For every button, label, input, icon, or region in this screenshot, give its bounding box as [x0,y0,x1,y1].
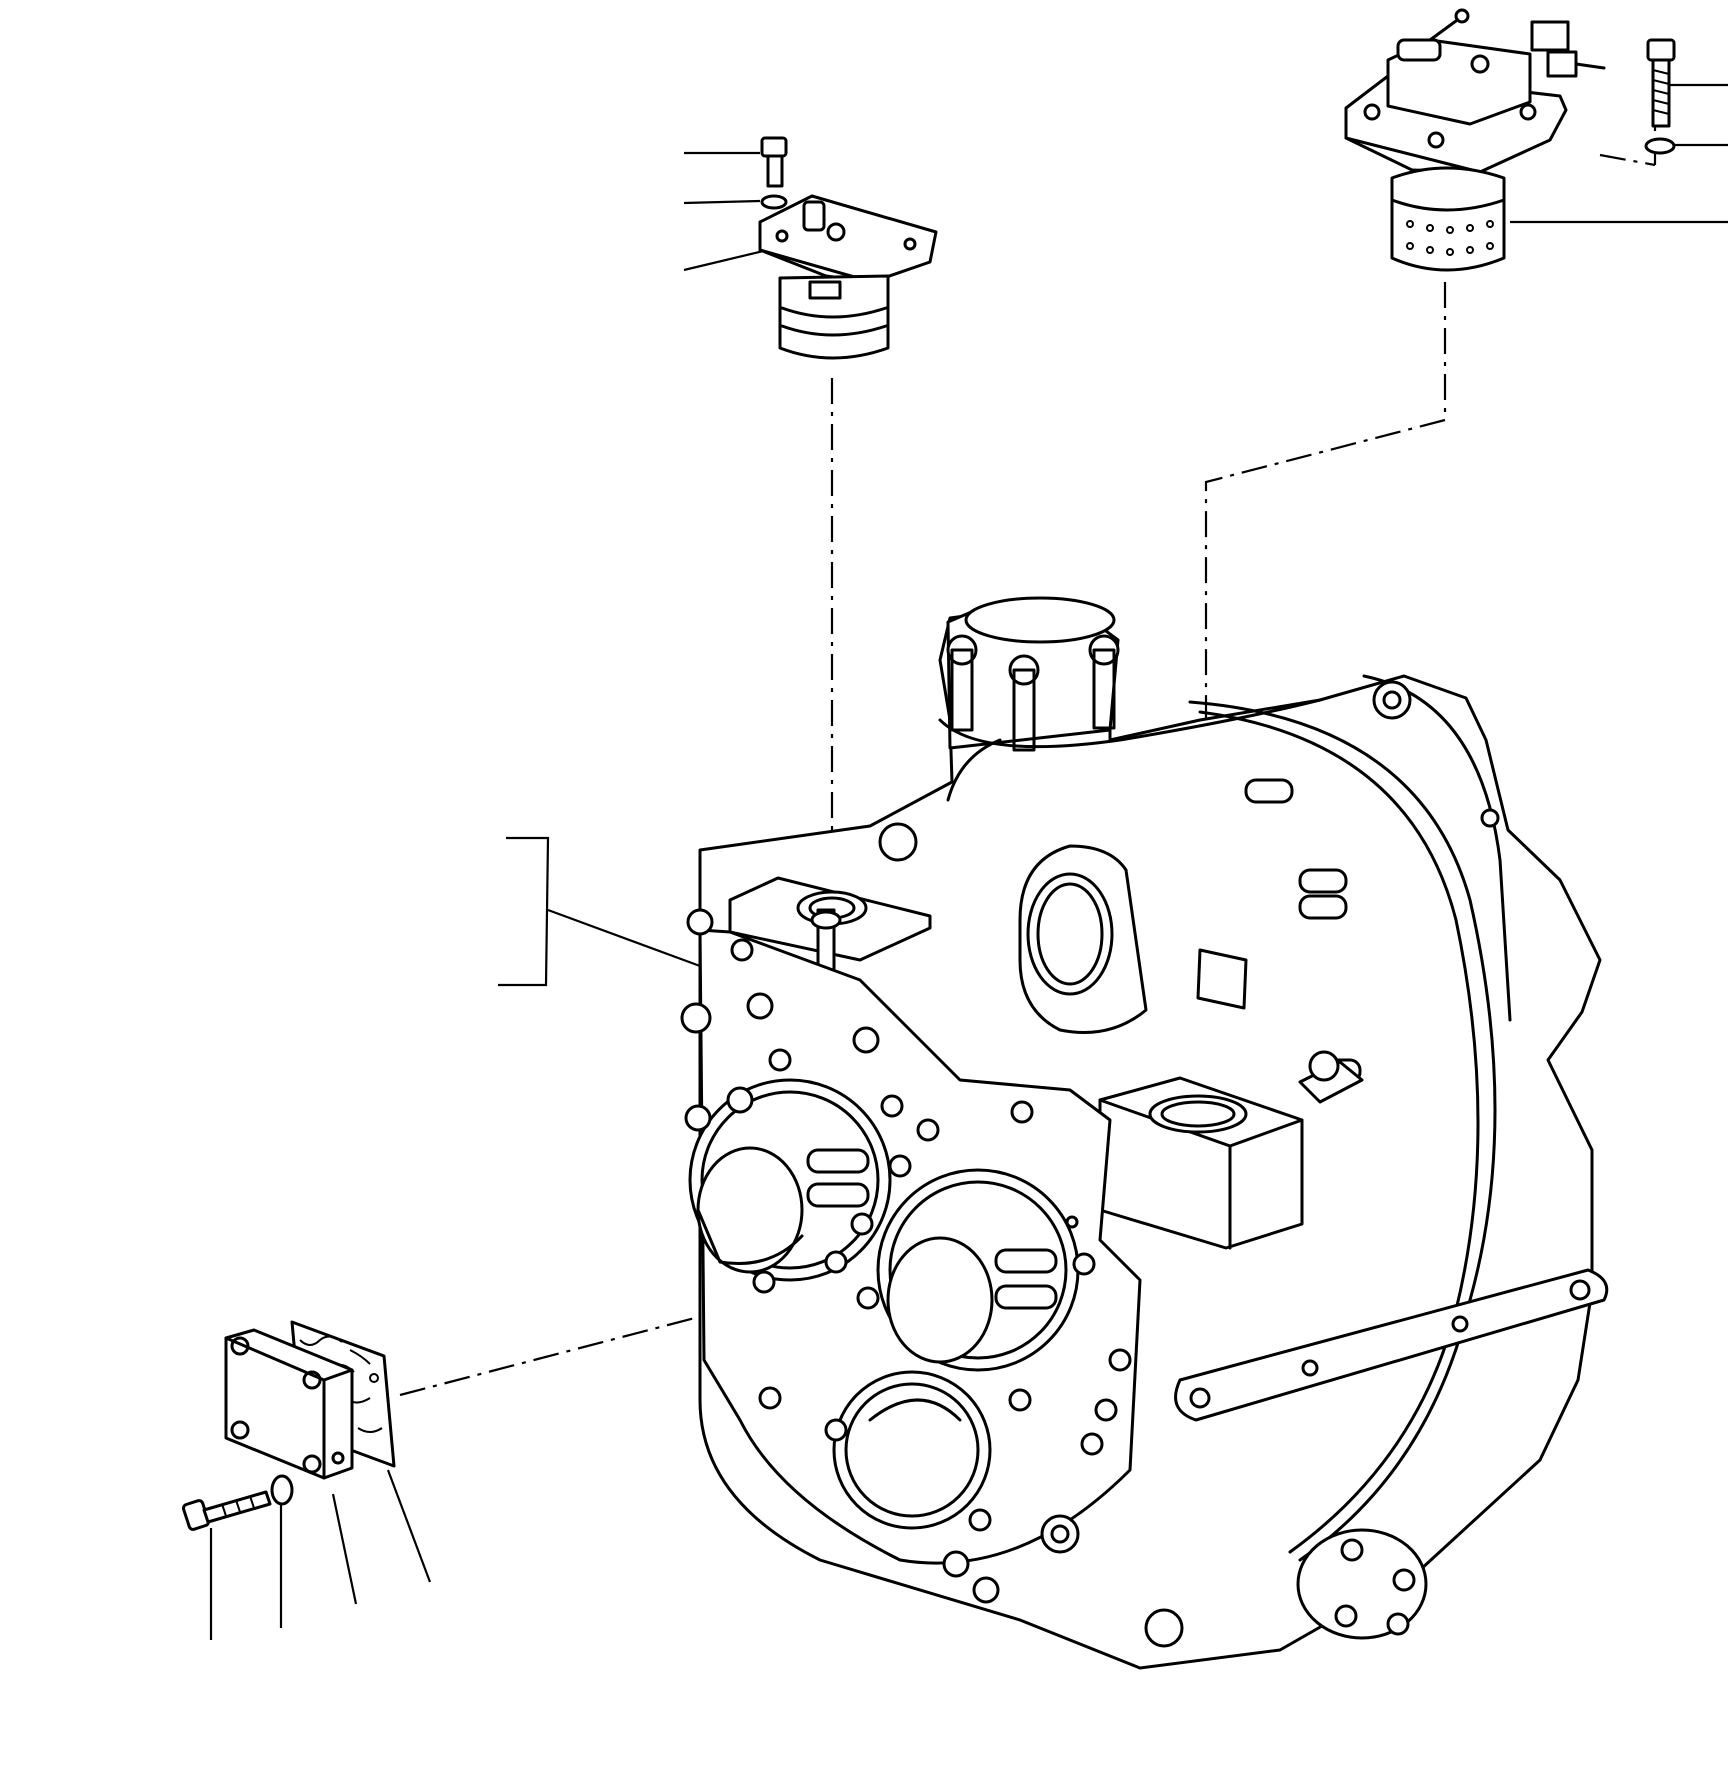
top-right-valve [1344,8,1676,272]
top-right-body-icon [1390,166,1506,272]
leader-lines [209,83,1728,1640]
rear-cover [1296,1528,1428,1640]
cover-plate-icon [224,1328,354,1480]
name-plate-icon [1196,948,1248,1010]
leader-cover-plate [331,1493,358,1605]
transmission-housing [680,596,1609,1670]
round-covers [688,1078,1080,1530]
strap-icon [1174,1268,1609,1422]
top-left-washer-icon [760,194,788,210]
leader-housing [547,908,701,968]
valve-seat-block [1098,1076,1304,1250]
top-left-valve [758,136,938,360]
cover-bolt-icon [182,1490,272,1531]
top-left-bolt-icon [760,136,788,188]
top-right-bolt-icon [1646,38,1676,128]
leader-gasket [386,1469,432,1583]
cover-washer-icon [270,1474,294,1506]
top-pump-block [946,596,1120,752]
cover-assembly [182,1320,396,1531]
leader-top-left-washer [683,199,761,205]
housing-opening [1018,844,1148,1034]
bracket-housing [498,836,550,987]
face-bolts [680,908,1184,1648]
valve-seat-left [728,876,932,982]
top-right-washer-icon [1644,137,1676,155]
